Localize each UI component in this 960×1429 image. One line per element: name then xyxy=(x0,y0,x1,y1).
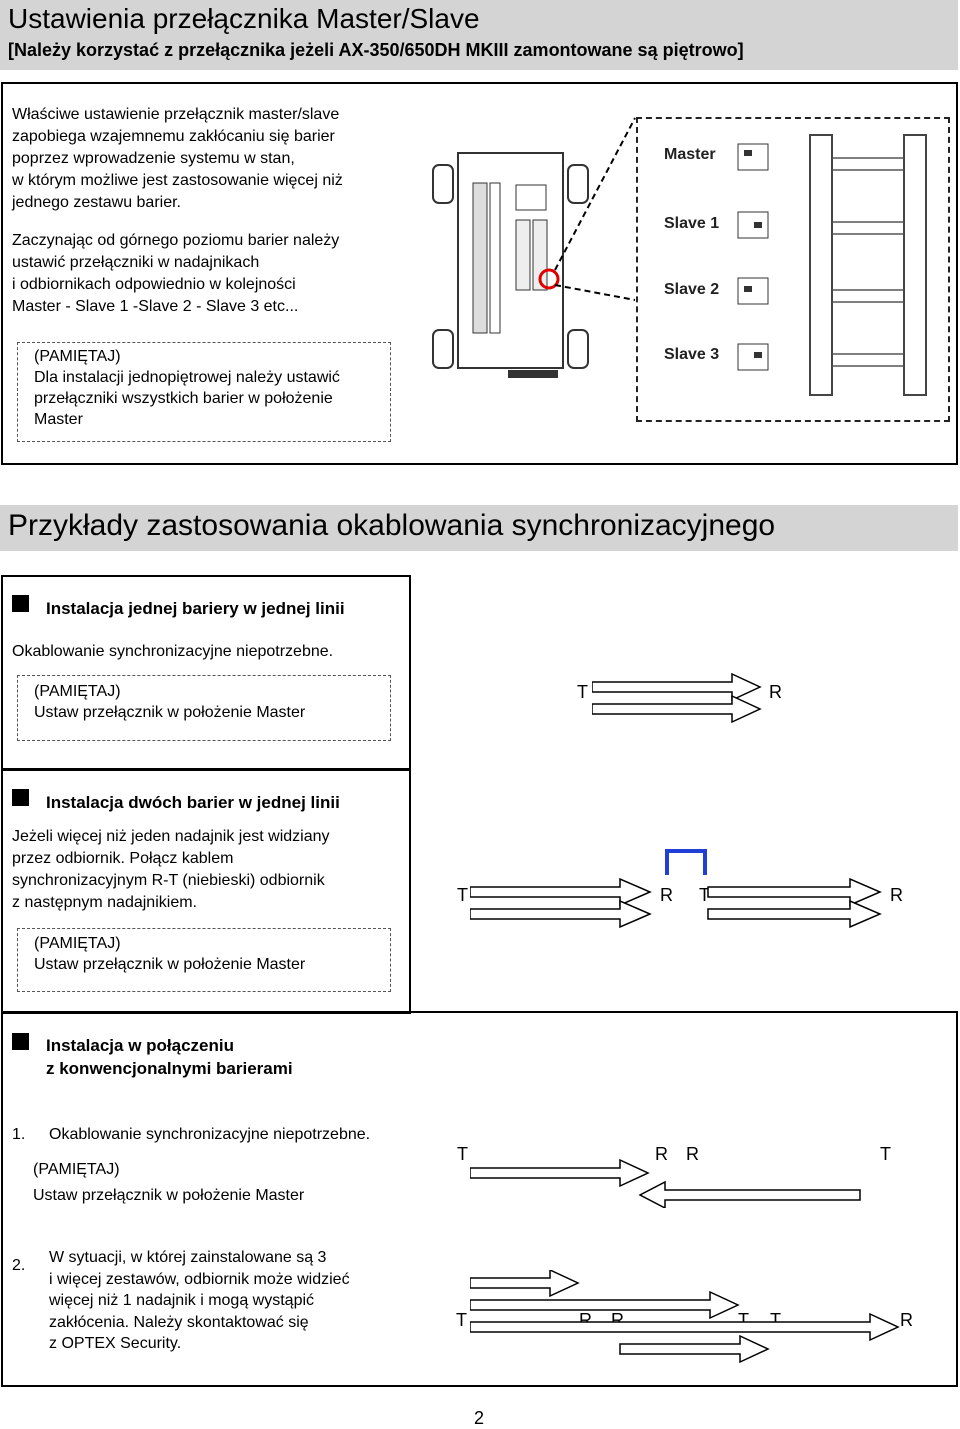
case3-item2-label-6: R xyxy=(900,1310,913,1330)
stack-columns xyxy=(809,134,927,396)
case2-label-t2: T xyxy=(699,885,710,905)
case2-heading: Instalacja dwóch barier w jednej linii xyxy=(46,793,340,812)
case3-item1-label-t1: T xyxy=(457,1144,468,1164)
case3-item1-label-r2: R xyxy=(686,1144,699,1164)
case2-box xyxy=(1,769,411,1014)
case3-item1-arrows xyxy=(470,1158,861,1208)
case3-item1-label-r1: R xyxy=(655,1144,668,1164)
page-number: 2 xyxy=(474,1408,485,1428)
level-slave3-label: Slave 3 xyxy=(664,346,720,363)
intro-note: (PAMIĘTAJ) Dla instalacji jednopiętrowej… xyxy=(17,342,391,442)
case1-note: (PAMIĘTAJ) Ustaw przełącznik w położenie… xyxy=(17,675,391,741)
intro-paragraph-2: Zaczynając od górnego poziomu barier nal… xyxy=(12,232,340,315)
stack-panel xyxy=(636,117,950,422)
section-header-bar xyxy=(0,505,958,551)
page-title: Ustawienia przełącznika Master/Slave xyxy=(8,3,480,34)
case3-box xyxy=(1,1011,958,1387)
case3-item2-label-5: T xyxy=(770,1310,781,1330)
case3-item2-label-4: T xyxy=(738,1310,749,1330)
case3-item1-number: 1. xyxy=(12,1126,26,1143)
dip-switches xyxy=(737,143,769,371)
case2-arrows xyxy=(470,849,882,929)
level-master-label: Master xyxy=(664,146,716,163)
case2-label-r2: R xyxy=(890,885,903,905)
connector-dashes xyxy=(554,117,636,301)
header-bar xyxy=(0,0,958,70)
case3-item2-label-1: T xyxy=(456,1310,467,1330)
device-board-illustration xyxy=(432,152,589,378)
bullet-square-icon xyxy=(12,1033,29,1050)
case2-label-t1: T xyxy=(457,885,468,905)
case3-item1-label-t2: T xyxy=(880,1144,891,1164)
case2-note: (PAMIĘTAJ) Ustaw przełącznik w położeniе… xyxy=(17,928,391,992)
case1-arrows xyxy=(592,672,762,724)
case1-text: Okablowanie synchronizacyjne niepotrzebn… xyxy=(12,643,334,660)
bullet-square-icon xyxy=(12,789,29,806)
case2-text: Jeżeli więcej niż jeden nadajnik jest wi… xyxy=(12,828,330,911)
section-title: Przykłady zastosowania okablowania synch… xyxy=(8,509,776,542)
case3-item2-arrows xyxy=(470,1270,900,1364)
case1-label-r: R xyxy=(769,682,782,702)
case2-label-r1: R xyxy=(660,885,673,905)
case3-item1-text: Okablowanie synchronizacyjne niepotrzebn… xyxy=(49,1126,371,1143)
bullet-square-icon xyxy=(12,595,29,612)
level-slave1-label: Slave 1 xyxy=(664,215,720,232)
case3-item1-note: (PAMIĘTAJ) Ustaw przełącznik w położenie… xyxy=(33,1161,305,1204)
case3-item2-text: W sytuacji, w której zainstalowane są 3 … xyxy=(49,1249,350,1352)
page-subtitle: [Należy korzystać z przełącznika jeżeli … xyxy=(8,40,744,60)
intro-paragraph-1: Właściwe ustawienie przełącznik master/s… xyxy=(12,106,343,211)
case3-item2-number: 2. xyxy=(12,1257,26,1274)
intro-box xyxy=(1,82,958,465)
case1-heading: Instalacja jednej bariery w jednej linii xyxy=(46,599,345,618)
case3-heading: Instalacja w połączeniu z konwencjonalny… xyxy=(46,1036,293,1078)
case1-label-t: T xyxy=(577,682,588,702)
level-slave2-label: Slave 2 xyxy=(664,281,720,298)
